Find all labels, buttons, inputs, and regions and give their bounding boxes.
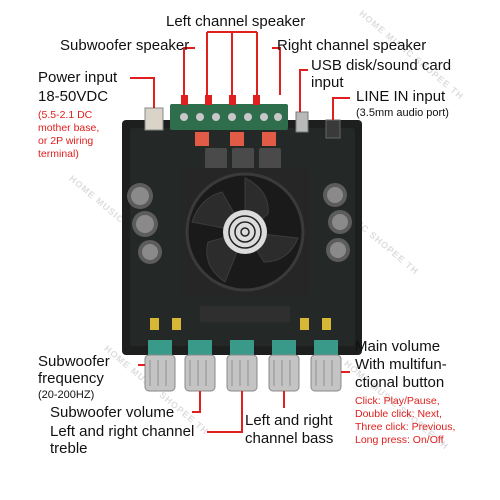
label-main-volume-1: Main volume [355,338,441,355]
label-subwoofer-speaker: Subwoofer speaker [60,37,190,54]
label-line-in-note: (3.5mm audio port) [356,107,449,119]
label-power-voltage: 18-50VDC [38,88,109,105]
main-note-1: Click: Play/Pause, [355,395,440,407]
label-treble-1: Left and right channel [50,423,195,440]
label-right-channel-speaker: Right channel speaker [277,37,427,54]
usb-port [295,111,309,133]
line-in-jack [325,119,341,139]
label-line-in: LINE IN input [356,88,446,105]
label-subwoofer-frequency-3: (20-200HZ) [38,389,95,401]
label-subwoofer-volume: Subwoofer volume [50,404,175,421]
label-bass-2: channel bass [245,430,334,447]
label-subwoofer-frequency-2: frequency [38,370,104,387]
power-note-1: (5.5-2.1 DC [38,109,93,121]
power-note-4: terminal) [38,148,79,160]
knob-subwoofer-frequency [144,354,176,392]
label-subwoofer-frequency-1: Subwoofer [38,353,110,370]
main-note-2: Double click: Next, [355,408,442,420]
label-main-volume-3: ctional button [355,374,445,391]
label-main-volume-2: With multifun- [355,356,447,373]
power-note-2: mother base, [38,122,100,134]
label-power-input: Power input [38,69,118,86]
label-usb-input-1: USB disk/sound card [311,57,452,74]
label-bass-1: Left and right [245,412,333,429]
label-left-channel-speaker: Left channel speaker [166,13,306,30]
capacitors [127,183,352,264]
power-note-3: or 2P wiring [38,135,94,147]
label-usb-input-2: input [311,74,344,91]
main-note-3: Three click: Previous, [355,421,456,433]
callout-lines [130,31,350,433]
label-treble-2: treble [50,440,88,457]
power-jack [144,107,164,131]
knobs [144,340,342,392]
main-note-4: Long press: On/Off [355,434,444,446]
